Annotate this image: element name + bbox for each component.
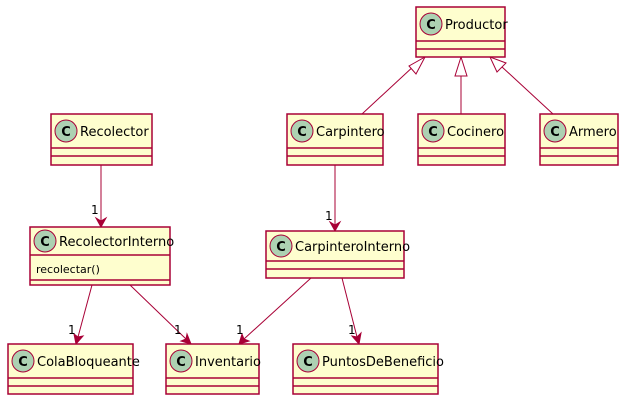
class-inventario[interactable]: C Inventario (165, 343, 261, 395)
inheritance-carpintero-productor (361, 63, 417, 115)
class-stereotype-icon (543, 119, 567, 143)
svg-text:C: C (61, 125, 71, 140)
svg-text:C: C (297, 125, 307, 140)
class-stereotype-icon (296, 349, 320, 373)
class-armero[interactable]: C Armero (539, 113, 619, 166)
inheritance-arrow-cocinero (454, 55, 468, 77)
class-carpintero-interno[interactable]: C CarpinteroInterno (265, 230, 410, 279)
class-name: Recolector (80, 125, 149, 140)
class-name: PuntosDeBeneficio (322, 355, 444, 370)
class-name: Armero (569, 125, 617, 140)
inheritance-edges (361, 55, 554, 115)
class-stereotype-icon (54, 119, 78, 143)
class-name: Carpintero (316, 125, 385, 140)
association-edges: 1 1 1 1 1 1 (68, 165, 362, 346)
arrowhead-carpinterointerno (328, 220, 342, 233)
class-productor[interactable]: C Productor (415, 6, 508, 58)
svg-text:C: C (303, 355, 313, 370)
svg-text:C: C (18, 355, 28, 370)
svg-text:C: C (276, 240, 286, 255)
class-carpintero[interactable]: C Carpintero (286, 113, 385, 166)
arrowhead-inventario-left (179, 332, 192, 345)
svg-text:C: C (550, 125, 560, 140)
mult-inventario-left: 1 (174, 323, 182, 337)
mult-carpinterointerno: 1 (325, 209, 333, 223)
mult-puntos: 1 (348, 323, 356, 337)
arrowhead-colabloqueante (73, 332, 85, 346)
inheritance-arrow-carpintero (408, 55, 427, 75)
arrowhead-inventario-right (238, 332, 251, 345)
class-stereotype-icon (290, 119, 314, 143)
class-cocinero[interactable]: C Cocinero (417, 113, 506, 166)
class-name: ColaBloqueante (37, 355, 140, 370)
class-stereotype-icon (33, 229, 57, 253)
mult-recolectorinterno: 1 (91, 203, 99, 217)
assoc-recolectorinterno-inventario (129, 284, 187, 340)
class-stereotype-icon (419, 12, 443, 36)
mult-colabloqueante: 1 (68, 323, 76, 337)
class-name: Productor (445, 18, 508, 33)
assoc-recolectorinterno-colabloqueante (77, 284, 93, 338)
method-recolectar: recolectar() (36, 263, 100, 276)
class-stereotype-icon (11, 349, 35, 373)
assoc-carpinterointerno-puntos (341, 277, 358, 338)
assoc-carpinterointerno-inventario (243, 277, 312, 340)
mult-inventario-right: 1 (236, 323, 244, 337)
arrowhead-recolectorinterno (94, 216, 108, 229)
inheritance-armero-productor (500, 65, 554, 115)
class-name: Inventario (195, 355, 261, 370)
svg-text:C: C (428, 125, 438, 140)
inheritance-arrow-armero (489, 56, 507, 73)
svg-text:C: C (176, 355, 186, 370)
class-stereotype-icon (169, 349, 193, 373)
class-name: CarpinteroInterno (295, 240, 410, 255)
class-puntos-de-beneficio[interactable]: C PuntosDeBeneficio (292, 343, 444, 395)
class-name: Cocinero (447, 125, 504, 140)
class-cola-bloqueante[interactable]: C ColaBloqueante (7, 343, 140, 395)
class-recolector[interactable]: C Recolector (50, 113, 153, 166)
class-name: RecolectorInterno (59, 235, 174, 250)
class-stereotype-icon (421, 119, 445, 143)
class-recolector-interno[interactable]: C RecolectorInterno recolectar() (29, 226, 174, 286)
arrowhead-puntos (350, 331, 362, 346)
svg-text:C: C (426, 18, 436, 33)
svg-text:C: C (40, 235, 50, 250)
class-stereotype-icon (269, 234, 293, 258)
